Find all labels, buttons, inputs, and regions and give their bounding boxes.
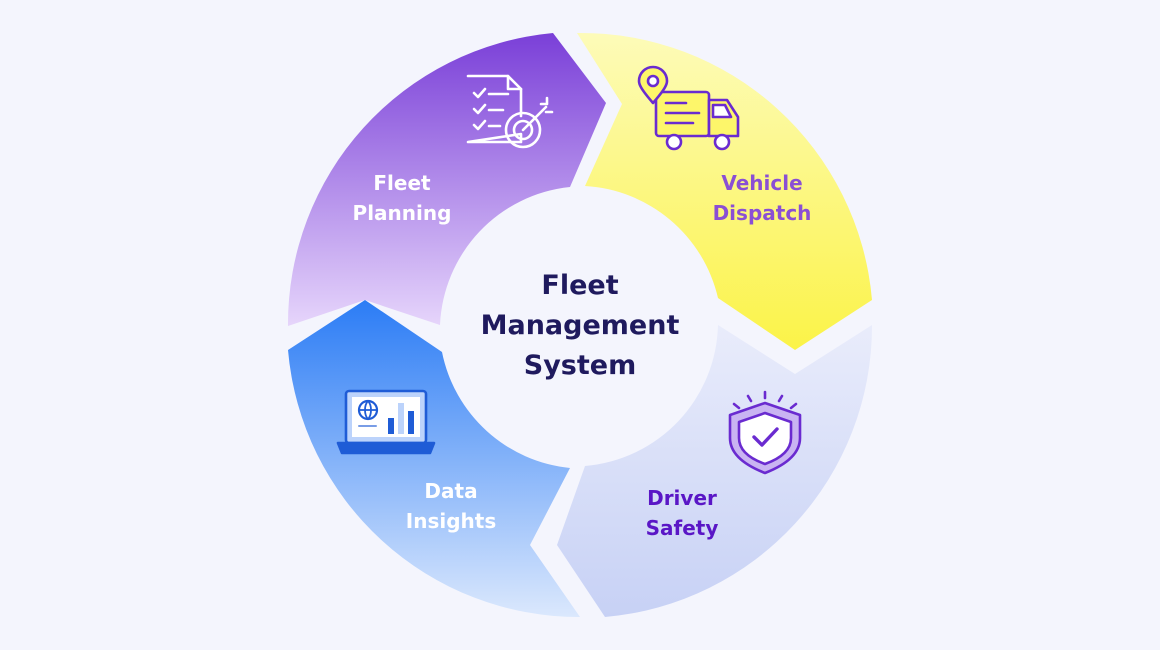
vehicle-dispatch-label: Vehicle Dispatch [662,168,862,228]
fleet-planning-label-line-1: Fleet [373,171,431,195]
data-insights-segment [288,300,580,618]
laptop-analytics-icon [336,389,436,455]
driver-safety-label: Driver Safety [582,483,782,543]
center-title-line-2: Management [480,310,680,341]
shield-check-icon [728,390,802,475]
center-title: Fleet Management System [430,266,730,386]
fleet-planning-label-line-2: Planning [352,201,452,225]
data-insights-label: Data Insights [351,476,551,536]
vehicle-dispatch-label-line-2: Dispatch [712,201,812,225]
data-insights-label-line-2: Insights [405,509,497,533]
data-insights-label-line-1: Data [424,479,478,503]
center-title-line-3: System [523,350,637,381]
fleet-planning-segment [287,33,606,326]
driver-safety-label-line-1: Driver [647,486,717,510]
delivery-truck-pin-icon [637,65,740,151]
driver-safety-label-line-2: Safety [645,516,719,540]
fleet-planning-label: Fleet Planning [302,168,502,228]
driver-safety-segment [557,325,873,617]
vehicle-dispatch-label-line-1: Vehicle [721,171,803,195]
vehicle-dispatch-segment [577,32,872,350]
checklist-target-icon [466,74,554,149]
center-title-line-1: Fleet [541,270,619,301]
